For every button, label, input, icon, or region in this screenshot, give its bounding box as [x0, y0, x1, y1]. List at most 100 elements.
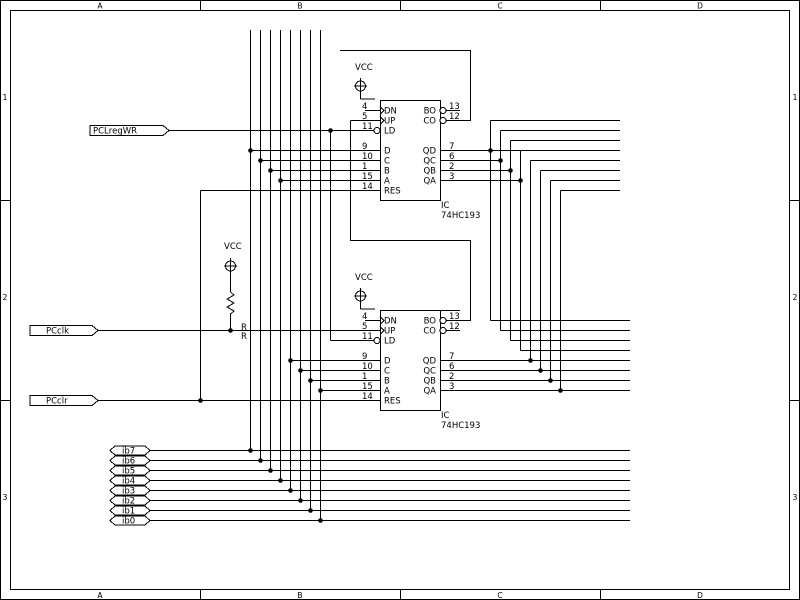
junctions-group — [198, 128, 563, 523]
frame-row-label: 1 — [793, 93, 798, 102]
bus-port-label: ib5 — [122, 467, 135, 477]
ic-pin-name: QC — [423, 367, 436, 377]
frame-col-label: B — [297, 2, 302, 11]
bus-port-tag — [109, 515, 151, 526]
ic-pin-number: 11 — [362, 122, 373, 132]
resistor-pin-label: R — [241, 332, 247, 342]
ic-pin-number: 6 — [449, 362, 454, 372]
bus-port-label: ib6 — [122, 457, 135, 467]
ic-pin-number: 3 — [449, 172, 454, 182]
frame-col-label: A — [97, 591, 103, 600]
port-pcclk: PCclk — [29, 325, 99, 337]
ic-pin-name: QC — [423, 157, 436, 167]
pullup-resistor: R R — [225, 291, 247, 342]
inversion-bubble — [439, 317, 447, 324]
frame-col-label: D — [697, 591, 703, 600]
inversion-bubble — [373, 337, 381, 344]
frame-col-label: D — [697, 2, 703, 11]
ic-pin-name: LD — [384, 337, 396, 347]
clock-marker — [379, 326, 385, 335]
junction-dot — [258, 158, 263, 163]
ic-pin-number: 7 — [449, 352, 454, 362]
ic-pin-number: 13 — [449, 312, 460, 322]
junction-dot — [258, 458, 263, 463]
junction-dot — [248, 148, 253, 153]
ic-pin-name: QA — [423, 387, 436, 397]
frame-col-label: A — [97, 2, 103, 11]
ic-pin-number: 5 — [362, 322, 367, 332]
junction-dot — [318, 518, 323, 523]
ic-pin-name: D — [384, 147, 391, 157]
ic-part-number: 74HC193 — [441, 421, 480, 431]
junction-dot — [318, 388, 323, 393]
frame-row-label: 1 — [3, 93, 8, 102]
ic-body — [380, 310, 441, 411]
ic-pin-number: 1 — [362, 162, 367, 172]
inversion-bubble — [439, 327, 447, 334]
bus-port-tag — [109, 485, 151, 496]
vcc-label: VCC — [355, 273, 373, 283]
bus-port-tag — [109, 495, 151, 506]
port-pclregwr: PCLregWR — [89, 125, 170, 137]
ic-pin-name: QD — [423, 357, 437, 367]
junction-dot — [288, 358, 293, 363]
ic-pin-name: QB — [423, 377, 436, 387]
inversion-bubble — [373, 127, 381, 134]
junction-dot — [228, 328, 233, 333]
junction-dot — [498, 158, 503, 163]
ic-pin-name: D — [384, 357, 391, 367]
junction-dot — [298, 368, 303, 373]
vcc-symbol: VCC — [224, 242, 242, 292]
ic-pin-name: LD — [384, 127, 396, 137]
junction-dot — [288, 488, 293, 493]
ic-pin-number: 14 — [362, 392, 373, 402]
wires-group — [98, 30, 630, 521]
vcc-symbol: VCC — [354, 63, 375, 100]
ic-pin-name: C — [384, 367, 390, 377]
frame-row-label: 2 — [793, 293, 798, 302]
clock-marker — [379, 116, 385, 125]
bus-port-tag — [109, 475, 151, 486]
junction-dot — [308, 378, 313, 383]
ic-pin-number: 15 — [362, 382, 373, 392]
ic-pin-name: BO — [424, 317, 437, 327]
junction-dot — [268, 468, 273, 473]
bus-port-label: ib2 — [122, 497, 135, 507]
ic-pin-number: 10 — [362, 362, 373, 372]
ic-pin-number: 2 — [449, 162, 454, 172]
frame-row-label: 3 — [3, 493, 8, 502]
port-label: PCclr — [46, 397, 68, 407]
junction-dot — [278, 478, 283, 483]
ic-pin-number: 5 — [362, 112, 367, 122]
vcc-symbol: VCC — [354, 273, 375, 310]
frame-col-label: C — [497, 591, 502, 600]
junction-dot — [298, 498, 303, 503]
ic-pin-name: UP — [384, 117, 395, 127]
junction-dot — [308, 508, 313, 513]
bus-port-label: ib0 — [122, 517, 135, 527]
ic-pin-number: 9 — [362, 352, 367, 362]
junction-dot — [268, 168, 273, 173]
ic-pin-name: A — [384, 387, 390, 397]
ic-part-number: 74HC193 — [441, 211, 480, 221]
inversion-bubble — [439, 107, 447, 114]
ic-pin-number: 1 — [362, 372, 367, 382]
junction-dot — [538, 368, 543, 373]
bus-port-tag — [109, 455, 151, 466]
frame-row-label: 2 — [3, 293, 8, 302]
ic-designator: IC — [441, 411, 450, 421]
frame-col-label: B — [297, 591, 302, 600]
bus-port-tag — [109, 505, 151, 516]
frame-row-label: 3 — [793, 493, 798, 502]
ic-pin-name: QA — [423, 177, 436, 187]
ic-pin-name: CO — [423, 327, 436, 337]
ic-pin-number: 2 — [449, 372, 454, 382]
ic-pin-number: 13 — [449, 102, 460, 112]
inversion-bubble — [439, 117, 447, 124]
junction-dot — [508, 168, 513, 173]
ic-pin-name: RES — [384, 397, 401, 407]
junction-dot — [518, 178, 523, 183]
